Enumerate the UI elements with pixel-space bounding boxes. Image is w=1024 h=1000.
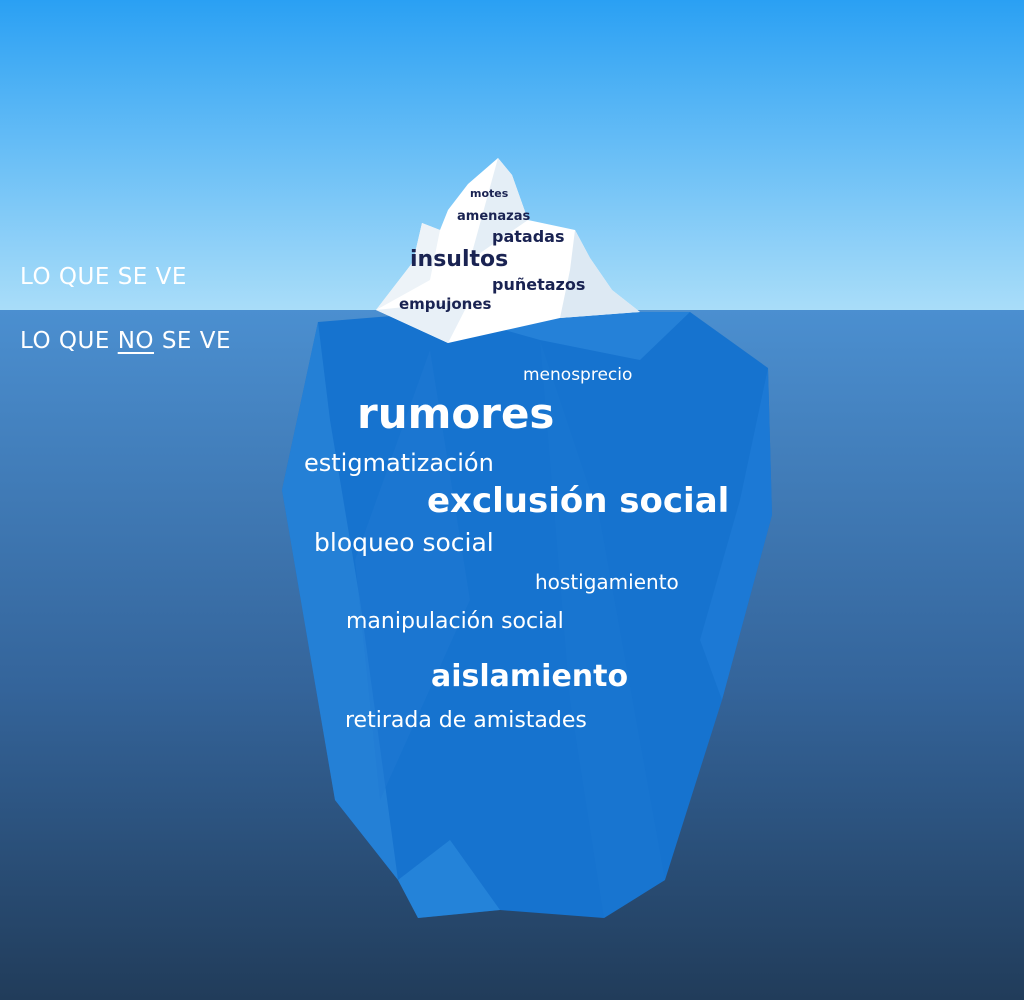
sub-word-hostigamiento: hostigamiento [535, 570, 679, 594]
sub-word-rumores: rumores [357, 389, 555, 438]
sub-word-aislamiento: aislamiento [431, 659, 629, 694]
hidden-label-suffix: SE VE [154, 328, 232, 354]
tip-word-amenazas: amenazas [457, 209, 531, 224]
tip-word-insultos: insultos [410, 247, 509, 272]
sub-word-estigmatizacion: estigmatización [304, 449, 494, 477]
sub-word-exclusion-social: exclusión social [427, 481, 730, 521]
tip-word-empujones: empujones [399, 295, 492, 313]
sub-word-manipulacion-social: manipulación social [346, 609, 564, 634]
tip-word-patadas: patadas [492, 227, 565, 246]
hidden-label: LO QUE NO SE VE [20, 328, 231, 354]
iceberg-body [282, 312, 772, 918]
sub-word-retirada-de-amistades: retirada de amistades [345, 708, 587, 733]
tip-word-motes: motes [470, 187, 509, 200]
hidden-label-emphasis: NO [117, 328, 155, 354]
iceberg-tip [376, 158, 640, 343]
sub-word-menosprecio: menosprecio [523, 365, 633, 385]
hidden-label-prefix: LO QUE [20, 328, 118, 354]
sub-word-bloqueo-social: bloqueo social [314, 528, 494, 557]
tip-word-punetazos: puñetazos [492, 275, 586, 294]
visible-label: LO QUE SE VE [20, 264, 187, 290]
